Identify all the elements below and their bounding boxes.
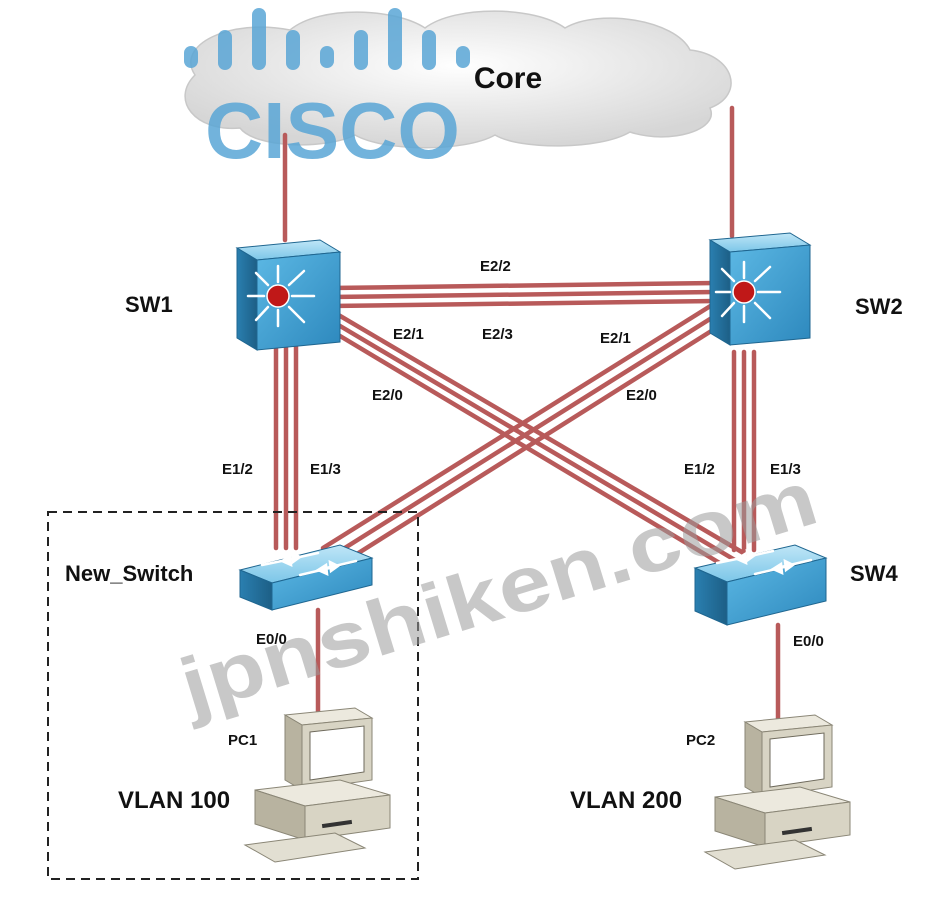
cisco-logo-text: CISCO <box>205 86 460 175</box>
port-label-sw4-e00: E0/0 <box>793 633 824 650</box>
pc2-label: PC2 <box>686 732 715 749</box>
port-label-sw1-e21: E2/1 <box>393 326 424 343</box>
port-label-sw1-sw2-e22: E2/2 <box>480 258 511 275</box>
sw1-label: SW1 <box>125 292 173 317</box>
sw4-switch[interactable]: SW4 <box>693 544 898 626</box>
port-label-sw2-e20: E2/0 <box>626 387 657 404</box>
pc2-vlan-label: VLAN 200 <box>570 787 682 814</box>
port-label-right-e12: E1/2 <box>684 461 715 478</box>
port-label-sw1-e20: E2/0 <box>372 387 403 404</box>
port-label-sw1-e23: E2/3 <box>482 326 513 343</box>
sw1-switch[interactable]: SW1 <box>125 239 342 351</box>
new-switch-boundary <box>47 511 419 880</box>
sw2-label: SW2 <box>855 294 903 319</box>
port-label-right-e13: E1/3 <box>770 461 801 478</box>
pc1-vlan-label: VLAN 100 <box>118 787 230 814</box>
pc1-label: PC1 <box>228 732 257 749</box>
cisco-logo: CISCO <box>184 8 470 175</box>
links <box>273 105 781 723</box>
new-switch-label: New_Switch <box>65 561 193 586</box>
sw4-label: SW4 <box>850 561 898 586</box>
pc1-computer[interactable]: PC1 VLAN 100 <box>118 707 391 863</box>
pc2-computer[interactable]: PC2 VLAN 200 <box>570 714 851 870</box>
port-label-new-switch-e00: E0/0 <box>256 631 287 648</box>
port-labels: E2/2 E2/1 E2/3 E2/1 E2/0 E2/0 E1/2 E1/3 … <box>222 258 824 650</box>
core-cloud: Core <box>184 10 732 149</box>
port-label-left-e12: E1/2 <box>222 461 253 478</box>
port-label-left-e13: E1/3 <box>310 461 341 478</box>
sw2-switch[interactable]: SW2 <box>708 232 903 346</box>
new-switch[interactable]: New_Switch <box>65 544 374 611</box>
cloud-label: Core <box>474 62 542 95</box>
port-label-sw2-e21: E2/1 <box>600 330 631 347</box>
